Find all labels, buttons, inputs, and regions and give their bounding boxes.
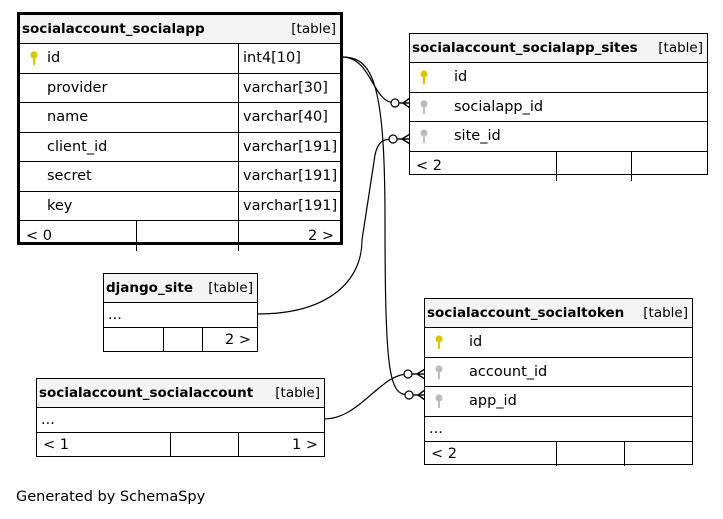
column-name: socialapp_id [454, 98, 544, 115]
column-type: varchar[191] [238, 162, 340, 191]
column-name: id [469, 334, 483, 351]
column-row: site_id [410, 122, 707, 152]
column-type: int4[10] [238, 44, 340, 73]
foreign-key-icon [435, 365, 443, 379]
column-row: id int4[10] [20, 44, 340, 74]
footer-children: 2 > [238, 221, 340, 251]
table-name: socialaccount_socialtoken [427, 305, 625, 321]
column-type: varchar[191] [238, 132, 340, 161]
table-socialaccount-socialapp: socialaccount_socialapp [table] id int4[… [17, 12, 343, 251]
column-name: id [47, 50, 61, 67]
column-row: app_id [425, 387, 692, 417]
rel-socialapp-to-sites [341, 56, 396, 104]
primary-key-icon [420, 70, 428, 85]
column-row: id [410, 63, 707, 93]
table-tag: [table] [291, 21, 336, 37]
column-name: site_id [454, 128, 501, 145]
rel-account-to-token [323, 373, 409, 420]
table-name: django_site [106, 280, 193, 296]
column-row: ... [37, 408, 324, 433]
table-header: django_site [table] [104, 274, 257, 303]
column-type: varchar[30] [238, 73, 340, 102]
foreign-key-icon [435, 394, 443, 409]
column-name: id [454, 69, 468, 86]
more-columns: ... [429, 420, 443, 437]
table-tag: [table] [658, 40, 703, 56]
generated-by-label: Generated by SchemaSpy [16, 489, 206, 505]
table-footer: < 2 [425, 441, 692, 466]
column-name: account_id [469, 363, 548, 380]
column-row: key varchar[191] [20, 191, 340, 221]
column-name: key [47, 197, 73, 214]
footer-parents: < 0 [26, 227, 52, 244]
column-row: name varchar[40] [20, 103, 340, 133]
table-header: socialaccount_socialtoken [table] [425, 299, 692, 328]
table-name: socialaccount_socialapp_sites [412, 40, 638, 56]
table-django-site: django_site [table] ... 2 > [103, 273, 258, 352]
column-type: varchar[40] [238, 103, 340, 132]
column-row: client_id varchar[191] [20, 132, 340, 162]
column-name: provider [47, 79, 108, 96]
column-row: ... [425, 417, 692, 442]
column-row: ... [104, 303, 257, 328]
crowfoot-token-account [403, 368, 426, 380]
table-footer: < 0 2 > [20, 221, 340, 251]
rel-socialapp-to-token [341, 56, 410, 396]
crowfoot-token-app [404, 389, 426, 401]
table-name: socialaccount_socialaccount [39, 385, 254, 401]
table-header: socialaccount_socialapp [table] [20, 15, 340, 44]
table-header: socialaccount_socialaccount [table] [37, 379, 324, 408]
more-columns: ... [41, 412, 55, 428]
column-row: id [425, 328, 692, 358]
column-row: socialapp_id [410, 93, 707, 122]
column-row: account_id [425, 358, 692, 387]
table-header: socialaccount_socialapp_sites [table] [410, 34, 707, 63]
table-name: socialaccount_socialapp [22, 21, 205, 37]
footer-parents: < 2 [431, 445, 457, 462]
footer-children: 1 > [238, 433, 324, 457]
table-socialaccount-socialapp-sites: socialaccount_socialapp_sites [table] id… [409, 33, 708, 181]
table-socialaccount-socialtoken: socialaccount_socialtoken [table] id acc… [424, 298, 693, 466]
primary-key-icon [435, 335, 443, 350]
primary-key-icon [30, 51, 38, 66]
crowfoot-sites-site [388, 133, 411, 145]
footer-parents: < 2 [416, 158, 442, 175]
footer-parents: < 1 [43, 437, 69, 453]
table-footer: < 1 1 > [37, 433, 324, 457]
table-tag: [table] [643, 305, 688, 321]
footer-children: 2 > [202, 328, 257, 352]
foreign-key-icon [420, 100, 428, 114]
column-type: varchar[191] [238, 191, 340, 220]
table-footer: < 2 [410, 151, 707, 181]
crowfoot-sites-socialapp [390, 97, 411, 109]
table-socialaccount-socialaccount: socialaccount_socialaccount [table] ... … [36, 378, 325, 457]
column-name: name [47, 109, 89, 126]
more-columns: ... [108, 307, 122, 323]
column-name: secret [47, 168, 92, 185]
column-name: app_id [469, 393, 517, 410]
column-name: client_id [47, 138, 108, 155]
column-row: provider varchar[30] [20, 73, 340, 103]
table-footer: 2 > [104, 328, 257, 352]
column-row: secret varchar[191] [20, 162, 340, 192]
table-tag: [table] [275, 385, 320, 401]
foreign-key-icon [420, 129, 428, 144]
table-tag: [table] [208, 280, 253, 296]
